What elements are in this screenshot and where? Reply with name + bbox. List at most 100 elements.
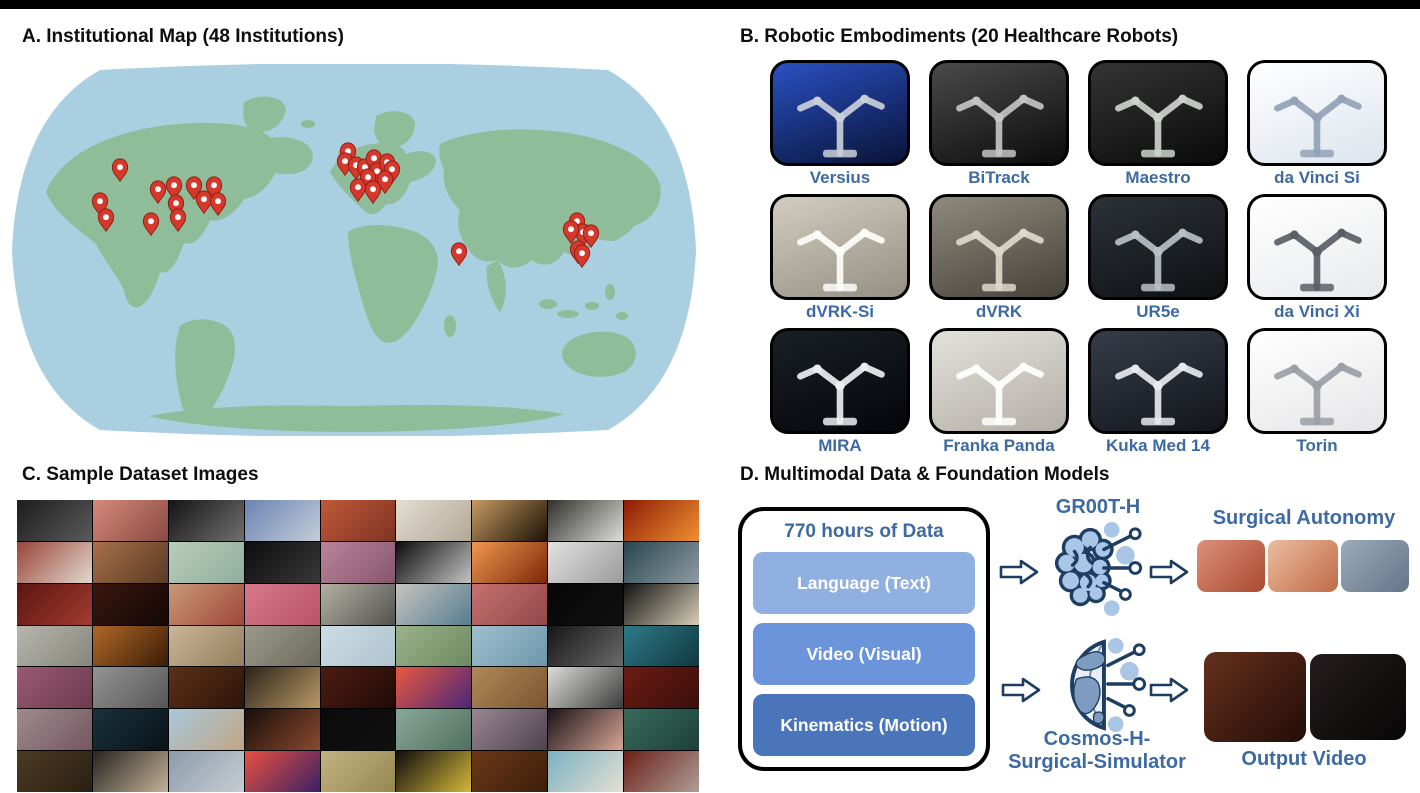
flow-arrow-icon bbox=[1149, 559, 1189, 585]
robot-cell: da Vinci Si bbox=[1247, 60, 1387, 191]
robot-name-label: da Vinci Xi bbox=[1274, 302, 1360, 321]
cosmos-label-line2: Surgical-Simulator bbox=[1008, 751, 1186, 773]
location-pin-icon bbox=[195, 190, 213, 215]
dataset-sample-image bbox=[396, 625, 472, 667]
output-video-thumbnail bbox=[1204, 652, 1306, 742]
flow-arrow-icon bbox=[1001, 677, 1041, 703]
output-video-label: Output Video bbox=[1241, 748, 1367, 770]
robot-cell: Torin bbox=[1247, 328, 1387, 459]
robot-name-label: dVRK-Si bbox=[806, 302, 874, 321]
data-modalities-box: 770 hours of Data Language (Text)Video (… bbox=[738, 507, 990, 771]
robot-cell: Versius bbox=[770, 60, 910, 191]
robot-photo bbox=[929, 60, 1069, 166]
robot-cell: UR5e bbox=[1088, 194, 1228, 325]
brain-network-icon bbox=[1054, 522, 1143, 616]
robot-cell: BiTrack bbox=[929, 60, 1069, 191]
robot-name-label: dVRK bbox=[975, 302, 1023, 321]
dataset-sample-image bbox=[548, 541, 624, 583]
robot-name-label: da Vinci Si bbox=[1274, 168, 1360, 187]
location-pin-icon bbox=[97, 208, 115, 233]
map-pin-layer bbox=[91, 142, 600, 269]
dataset-sample-image bbox=[244, 709, 320, 751]
location-pin-icon bbox=[149, 180, 167, 205]
globe-network-icon bbox=[1070, 638, 1147, 732]
dataset-sample-image bbox=[320, 709, 396, 751]
dataset-sample-image bbox=[168, 583, 244, 625]
dataset-sample-image bbox=[17, 751, 92, 792]
dataset-sample-image bbox=[624, 667, 699, 709]
dataset-sample-image bbox=[624, 541, 699, 583]
robot-photo bbox=[1247, 60, 1387, 166]
dataset-sample-image bbox=[624, 751, 699, 792]
dataset-sample-image bbox=[624, 625, 699, 667]
dataset-sample-image bbox=[396, 667, 472, 709]
robot-photo bbox=[770, 194, 910, 300]
dataset-sample-image bbox=[320, 541, 396, 583]
dataset-sample-image bbox=[396, 709, 472, 751]
output-video-images bbox=[1204, 652, 1406, 742]
robot-name-label: Torin bbox=[1296, 436, 1338, 455]
cosmos-label-line1: Cosmos-H- bbox=[1043, 728, 1151, 750]
robot-name-label: BiTrack bbox=[968, 168, 1030, 187]
location-pin-icon bbox=[582, 224, 600, 249]
robot-name-label: Franka Panda bbox=[943, 436, 1055, 455]
dataset-sample-image bbox=[320, 583, 396, 625]
dataset-sample-image bbox=[17, 583, 92, 625]
surgical-autonomy-thumbnail bbox=[1341, 540, 1409, 592]
robot-cell: Maestro bbox=[1088, 60, 1228, 191]
location-pin-icon bbox=[169, 208, 187, 233]
dataset-sample-image bbox=[548, 625, 624, 667]
robot-name-label: UR5e bbox=[1136, 302, 1180, 321]
dataset-sample-image bbox=[92, 541, 168, 583]
dataset-sample-image bbox=[17, 709, 92, 751]
data-modality-box: Kinematics (Motion) bbox=[753, 694, 975, 756]
location-pin-icon bbox=[349, 178, 367, 203]
location-pin-icon bbox=[562, 220, 580, 245]
robot-name-label: Versius bbox=[809, 168, 871, 187]
dataset-sample-image bbox=[624, 709, 699, 751]
robot-photo bbox=[1088, 60, 1228, 166]
dataset-sample-image bbox=[168, 500, 244, 541]
robot-grid: Versius BiTrack Maestro da Vinci Si dVRK-Si d… bbox=[770, 60, 1387, 459]
surgical-autonomy-label: Surgical Autonomy bbox=[1212, 507, 1396, 529]
robot-photo bbox=[929, 328, 1069, 434]
robot-name-label: Kuka Med 14 bbox=[1106, 436, 1210, 455]
dataset-sample-image bbox=[472, 583, 548, 625]
location-pin-icon bbox=[165, 176, 183, 201]
dataset-sample-image bbox=[168, 667, 244, 709]
dataset-sample-image bbox=[168, 709, 244, 751]
dataset-sample-image bbox=[244, 541, 320, 583]
location-pin-icon bbox=[450, 242, 468, 267]
dataset-sample-image bbox=[472, 625, 548, 667]
robot-photo bbox=[770, 60, 910, 166]
dataset-sample-image bbox=[548, 667, 624, 709]
flow-arrow-icon bbox=[999, 559, 1039, 585]
robot-photo bbox=[1088, 194, 1228, 300]
dataset-sample-image bbox=[396, 500, 472, 541]
robot-photo bbox=[929, 194, 1069, 300]
robot-photo bbox=[1247, 328, 1387, 434]
dataset-sample-image bbox=[548, 583, 624, 625]
dataset-sample-image bbox=[472, 709, 548, 751]
dataset-sample-image bbox=[17, 500, 92, 541]
dataset-sample-image bbox=[472, 500, 548, 541]
robot-cell: MIRA bbox=[770, 328, 910, 459]
dataset-sample-image bbox=[320, 751, 396, 792]
top-black-bar bbox=[0, 0, 1420, 9]
dataset-sample-image bbox=[320, 500, 396, 541]
dataset-sample-image bbox=[548, 500, 624, 541]
robot-name-label: MIRA bbox=[818, 436, 862, 455]
robot-name-label: Maestro bbox=[1125, 168, 1191, 187]
dataset-sample-image bbox=[396, 583, 472, 625]
location-pin-icon bbox=[209, 192, 227, 217]
data-hours-heading: 770 hours of Data bbox=[784, 521, 944, 542]
robot-cell: Franka Panda bbox=[929, 328, 1069, 459]
dataset-sample-image bbox=[17, 625, 92, 667]
dataset-sample-image bbox=[92, 709, 168, 751]
data-modality-box: Video (Visual) bbox=[753, 623, 975, 685]
dataset-sample-image bbox=[472, 667, 548, 709]
panel-a-title: A. Institutional Map (48 Institutions) bbox=[22, 26, 344, 47]
surgical-autonomy-thumbnail bbox=[1268, 540, 1338, 592]
output-video-thumbnail bbox=[1310, 654, 1406, 740]
